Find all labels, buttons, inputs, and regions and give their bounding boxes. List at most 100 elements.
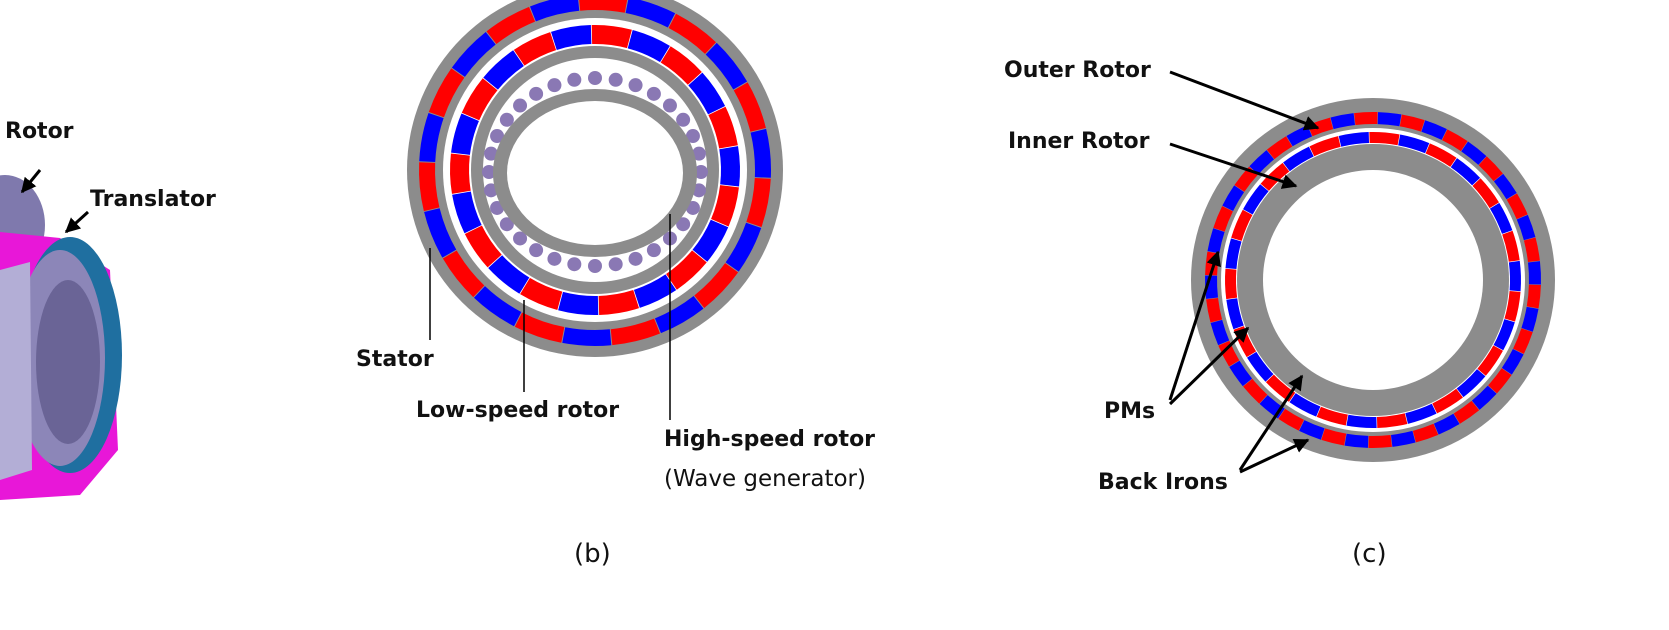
outer-rotor-pm-segment [1453, 400, 1480, 424]
outer-rotor-pm-segment [1516, 214, 1536, 241]
outer-rotor-pm-segment [1521, 306, 1539, 332]
low-speed-rotor-pm-segment [666, 250, 707, 290]
bearing-ball [567, 257, 582, 272]
low-speed-rotor-pm-segment [483, 50, 524, 90]
stator-pm-segment [654, 296, 704, 334]
outer-rotor-pm-segment [1368, 435, 1392, 449]
low-speed-rotor-pm-segment [598, 290, 640, 315]
outer-rotor-pm-segment [1377, 112, 1402, 127]
bearing-ball [646, 86, 661, 101]
inner-rotor-pm-segment [1405, 403, 1437, 424]
back-irons-label: Back Irons [1098, 470, 1228, 495]
high-speed-rotor-bore [507, 101, 683, 245]
low-speed-rotor-pm-segment [488, 255, 530, 294]
stator-pm-segment [562, 327, 612, 347]
outer-rotor-pm-segment [1526, 284, 1541, 309]
stator-pm-segment [610, 318, 661, 346]
inner-rotor-pm-segment [1231, 209, 1253, 241]
pms-label: PMs [1104, 399, 1155, 424]
back-irons-arrow-inner [1238, 374, 1304, 471]
outer-rotor-pm-segment [1421, 120, 1447, 140]
outer-rotor-pm-segment [1471, 385, 1497, 410]
bearing-ball [482, 165, 496, 179]
outer-rotor-arrow [1169, 70, 1320, 131]
outer-rotor-pm-segment [1210, 319, 1230, 346]
panel-b: Stator Low-speed rotor High-speed rotor … [356, 0, 875, 569]
inner-rotor-pm-segment [1247, 351, 1274, 382]
stator-pm-segment [625, 0, 676, 28]
stator-pm-segment [419, 162, 440, 212]
outer-rotor-pm-segment [1433, 413, 1460, 435]
inner-rotor-pm-segment [1243, 184, 1269, 215]
outer-rotor-pm-segment [1207, 228, 1225, 254]
inner-rotor-pm-segment [1477, 345, 1503, 376]
outer-rotor-pm-ring [1204, 112, 1542, 449]
outer-rotor-pm-segment [1391, 430, 1416, 447]
stator-pm-segment [473, 286, 522, 327]
caption-c: (c) [1352, 539, 1387, 569]
outer-rotor-pm-segment [1229, 360, 1253, 387]
panel-c: Outer Rotor Inner Rotor PMs Back Irons (… [1004, 58, 1555, 569]
bearing-ball [608, 257, 623, 272]
outer-rotor-pm-segment [1412, 423, 1439, 443]
inner-rotor-pm-segment [1283, 146, 1314, 172]
bearing-ball [499, 112, 514, 127]
wave-generator-balls [482, 71, 708, 273]
low-speed-rotor-pm-segment [660, 46, 702, 85]
outer-rotor-pm-segment [1266, 136, 1293, 160]
bearing-ball [608, 72, 623, 87]
outer-rotor-pm-segment [1286, 125, 1313, 147]
stator-pm-segment [579, 0, 628, 13]
outer-rotor-pm-segment [1354, 112, 1378, 125]
outer-rotor-pm-segment [1307, 117, 1334, 137]
low-speed-rotor-pm-segment [711, 185, 739, 227]
low-speed-rotor-pm-segment [452, 191, 482, 234]
bearing-ball [567, 72, 582, 87]
bearing-ball [529, 243, 544, 258]
stator-label: Stator [356, 347, 434, 372]
inner-rotor-pm-segment [1260, 162, 1290, 191]
inner-rotor-pm-segment [1432, 388, 1463, 414]
inner-rotor-pm-segment [1398, 134, 1430, 154]
inner-rotor-pm-segment [1493, 319, 1515, 351]
harmonic-gear-diagram [407, 0, 783, 357]
outer-rotor-pm-segment [1461, 141, 1487, 165]
inner-rotor-pm-segment [1502, 230, 1520, 262]
inner-rotor-pm-segment [1338, 132, 1370, 147]
outer-rotor-pm-segment [1222, 185, 1245, 211]
bearing-ball [588, 259, 602, 273]
inner-rotor-pm-segment [1369, 132, 1400, 146]
outer-rotor-pm-segment [1213, 206, 1233, 232]
low-speed-rotor-pm-segment [591, 25, 632, 49]
low-speed-rotor-pm-segment [520, 277, 563, 311]
inner-rotor-pm-segment [1225, 238, 1242, 270]
outer-rotor-pm-segment [1249, 150, 1275, 175]
bearing-ball [691, 146, 706, 161]
inner-rotor-pm-segment [1450, 158, 1481, 186]
outer-rotor-pm-segment [1344, 433, 1369, 448]
bearing-ball [628, 251, 643, 266]
stator-pm-segment [419, 112, 444, 163]
outer-rotor-pm-segment [1243, 378, 1268, 404]
tubular-machine-illustration [0, 175, 122, 500]
outer-rotor-pm-segment [1330, 113, 1355, 130]
bearing-ball [694, 165, 708, 179]
inner-rotor-pm-ring [1225, 132, 1521, 428]
outer-rotor-pm-segment [1299, 420, 1325, 440]
low-speed-rotor-pm-segment [550, 25, 592, 50]
low-speed-rotor-pm-segment [633, 274, 677, 308]
outer-rotor-pm-segment [1493, 173, 1517, 200]
wave-generator-label: (Wave generator) [664, 466, 866, 492]
low-speed-rotor-pm-segment [513, 32, 557, 66]
bearing-ball [484, 146, 499, 161]
stator-pm-segment [514, 312, 565, 343]
low-speed-rotor-pm-segment [450, 153, 471, 194]
bearing-ball [646, 243, 661, 258]
inner-rotor-pm-segment [1456, 369, 1486, 398]
inner-rotor-arrow [1169, 142, 1298, 189]
inner-rotor-pm-segment [1309, 136, 1341, 157]
bearing-ball [547, 251, 562, 266]
inner-rotor-pm-segment [1489, 202, 1513, 234]
stator-pm-segment [486, 6, 536, 44]
inner-bore [1263, 170, 1483, 390]
